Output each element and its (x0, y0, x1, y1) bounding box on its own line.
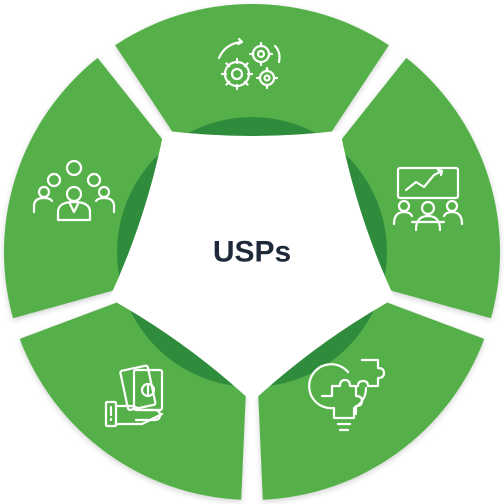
gears-icon (217, 37, 281, 91)
money-hand-icon (104, 364, 164, 428)
center-label: USPs (213, 236, 291, 269)
presentation-chart-icon (392, 166, 464, 232)
team-group-icon (32, 159, 116, 222)
lightbulb-puzzle-icon (308, 358, 386, 432)
center-star (109, 130, 395, 402)
